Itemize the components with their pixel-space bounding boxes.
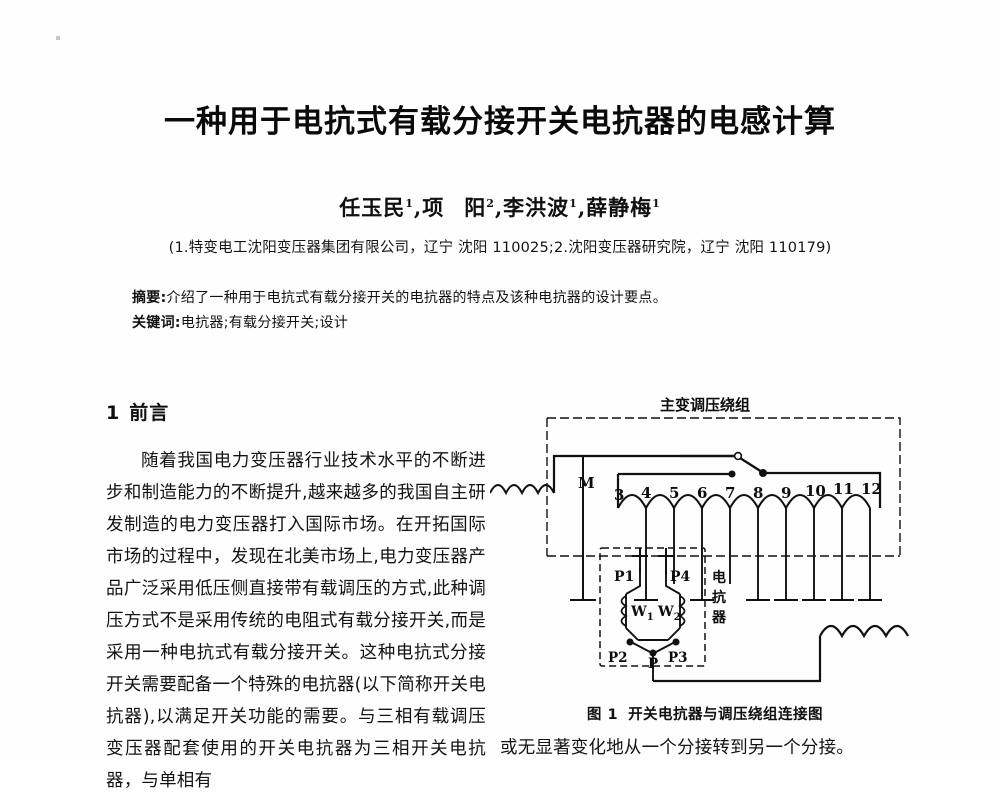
tap-label-6: 6: [697, 484, 707, 502]
tap-label-9: 9: [781, 484, 791, 502]
tap-label-10: 10: [805, 482, 826, 500]
author-separator-3: ,: [577, 195, 587, 220]
author-4-name: 薛静梅: [586, 195, 653, 220]
tap-label-11: 11: [833, 480, 854, 498]
reactor-label-char2: 抗: [712, 589, 726, 606]
reactor-coil-w2: [678, 595, 686, 627]
terminal-label-p4: P4: [670, 569, 691, 585]
keywords-label: 关键词:: [132, 315, 181, 331]
author-2-name: 项: [422, 195, 445, 220]
reactor-coil-w1: [620, 595, 628, 627]
reactor-output-bus: [653, 624, 909, 683]
regulating-winding-coil: [617, 493, 871, 511]
terminal-label-p2: P2: [608, 650, 628, 666]
figure-1-caption-number: 图 1: [586, 707, 619, 723]
tap-label-7: 7: [725, 484, 735, 502]
winding-label-w1: W1: [630, 604, 654, 623]
tap-drop-lines: [645, 508, 871, 600]
reactor-winding-frame: [625, 574, 681, 641]
keywords-line: 关键词:电抗器;有载分接开关;设计: [132, 311, 892, 336]
author-list: 任玉民1,项阳2,李洪波1,薛静梅1: [0, 192, 1000, 222]
reactor-enclosure: [599, 547, 706, 667]
author-4-affiliation-marker: 1: [652, 197, 661, 210]
abstract-text: 介绍了一种用于电抗式有载分接开关的电抗器的特点及该种电抗器的设计要点。: [166, 290, 667, 306]
selector-contact-upper: [733, 451, 743, 461]
contact-p2-dot: [626, 638, 634, 646]
figure-1-caption: 图 1 开关电抗器与调压绕组连接图: [490, 703, 920, 724]
terminal-label-p3: P3: [668, 650, 688, 666]
abstract-line: 摘要:介绍了一种用于电抗式有载分接开关的电抗器的特点及该种电抗器的设计要点。: [132, 286, 892, 311]
page-title: 一种用于电抗式有载分接开关电抗器的电感计算: [164, 104, 836, 140]
reactor-bottom-terminal-labels: P2 P P3: [608, 650, 688, 672]
reactor-label-char1: 电: [712, 569, 726, 586]
author-3-affiliation-marker: 1: [569, 197, 578, 210]
author-1-affiliation-marker: 1: [405, 197, 414, 210]
author-separator-1: ,: [413, 195, 423, 220]
keywords-text: 电抗器;有载分接开关;设计: [180, 315, 349, 331]
selector-return-lead: [765, 471, 882, 508]
author-2-name-part2: 阳: [464, 195, 487, 220]
tap-number-labels: 3 4 5 6 7 8 9 10 11 12: [614, 480, 882, 504]
section-heading-1: 1 前言: [106, 398, 486, 425]
selector-blade: [739, 456, 763, 474]
figure-1-schematic: M: [489, 396, 909, 683]
regulating-winding-title: 主变调压绕组: [660, 396, 750, 414]
right-column-tail-line: 或无显著变化地从一个分接转到另一个分接。: [500, 738, 854, 758]
figure-1-caption-text: 开关电抗器与调压绕组连接图: [628, 707, 824, 723]
line-terminal-lead: [552, 454, 680, 493]
reactor-label-char3: 器: [711, 610, 727, 626]
contact-p3-dot: [672, 638, 680, 646]
reactor-label-group: 电 抗 器: [711, 569, 727, 626]
selector-switch: [616, 451, 882, 508]
tap-m-line: [570, 456, 596, 601]
author-2-affiliation-marker: 2: [486, 197, 495, 210]
figure-1: M: [489, 396, 920, 696]
author-separator-2: ,: [494, 195, 504, 220]
section-title-1: 前言: [129, 402, 170, 424]
abstract-label: 摘要:: [132, 290, 167, 306]
author-1-name: 任玉民: [339, 195, 406, 220]
reactor-bottom-contacts: [626, 638, 680, 681]
tap-label-4: 4: [641, 484, 651, 502]
reactor-top-terminal-labels: P1 P4: [614, 569, 691, 585]
scanned-page: 一种用于电抗式有载分接开关电抗器的电感计算 任玉民1,项阳2,李洪波1,薛静梅1…: [0, 36, 1000, 791]
tap-label-8: 8: [753, 484, 763, 502]
terminal-label-p: P: [648, 656, 658, 672]
abstract-block: 摘要:介绍了一种用于电抗式有载分接开关的电抗器的特点及该种电抗器的设计要点。 关…: [132, 286, 892, 336]
terminal-label-p1: P1: [614, 569, 634, 585]
selector-contact-lower: [728, 470, 736, 478]
line-terminal-coil: [489, 484, 555, 496]
reactor-winding-labels: W1 W2: [630, 604, 681, 623]
body-column-left: 1 前言 随着我国电力变压器行业技术水平的不断进步和制造能力的不断提升,越来越多的…: [106, 398, 486, 797]
winding-label-w2: W2: [657, 604, 681, 623]
author-3-name: 李洪波: [503, 195, 570, 220]
section-1-paragraph: 随着我国电力变压器行业技术水平的不断进步和制造能力的不断提升,越来越多的我国自主…: [106, 451, 486, 791]
tap-label-12: 12: [861, 480, 882, 498]
scan-speck: [56, 36, 60, 40]
tap-label-5: 5: [669, 484, 679, 502]
section-number-1: 1: [106, 402, 121, 424]
reactor-top-leads: [632, 548, 674, 574]
tap-m-label: M: [578, 474, 595, 492]
tap-label-3: 3: [614, 486, 624, 504]
affiliation-line: (1.特变电工沈阳变压器集团有限公司，辽宁 沈阳 110025;2.沈阳变压器研…: [168, 240, 832, 256]
